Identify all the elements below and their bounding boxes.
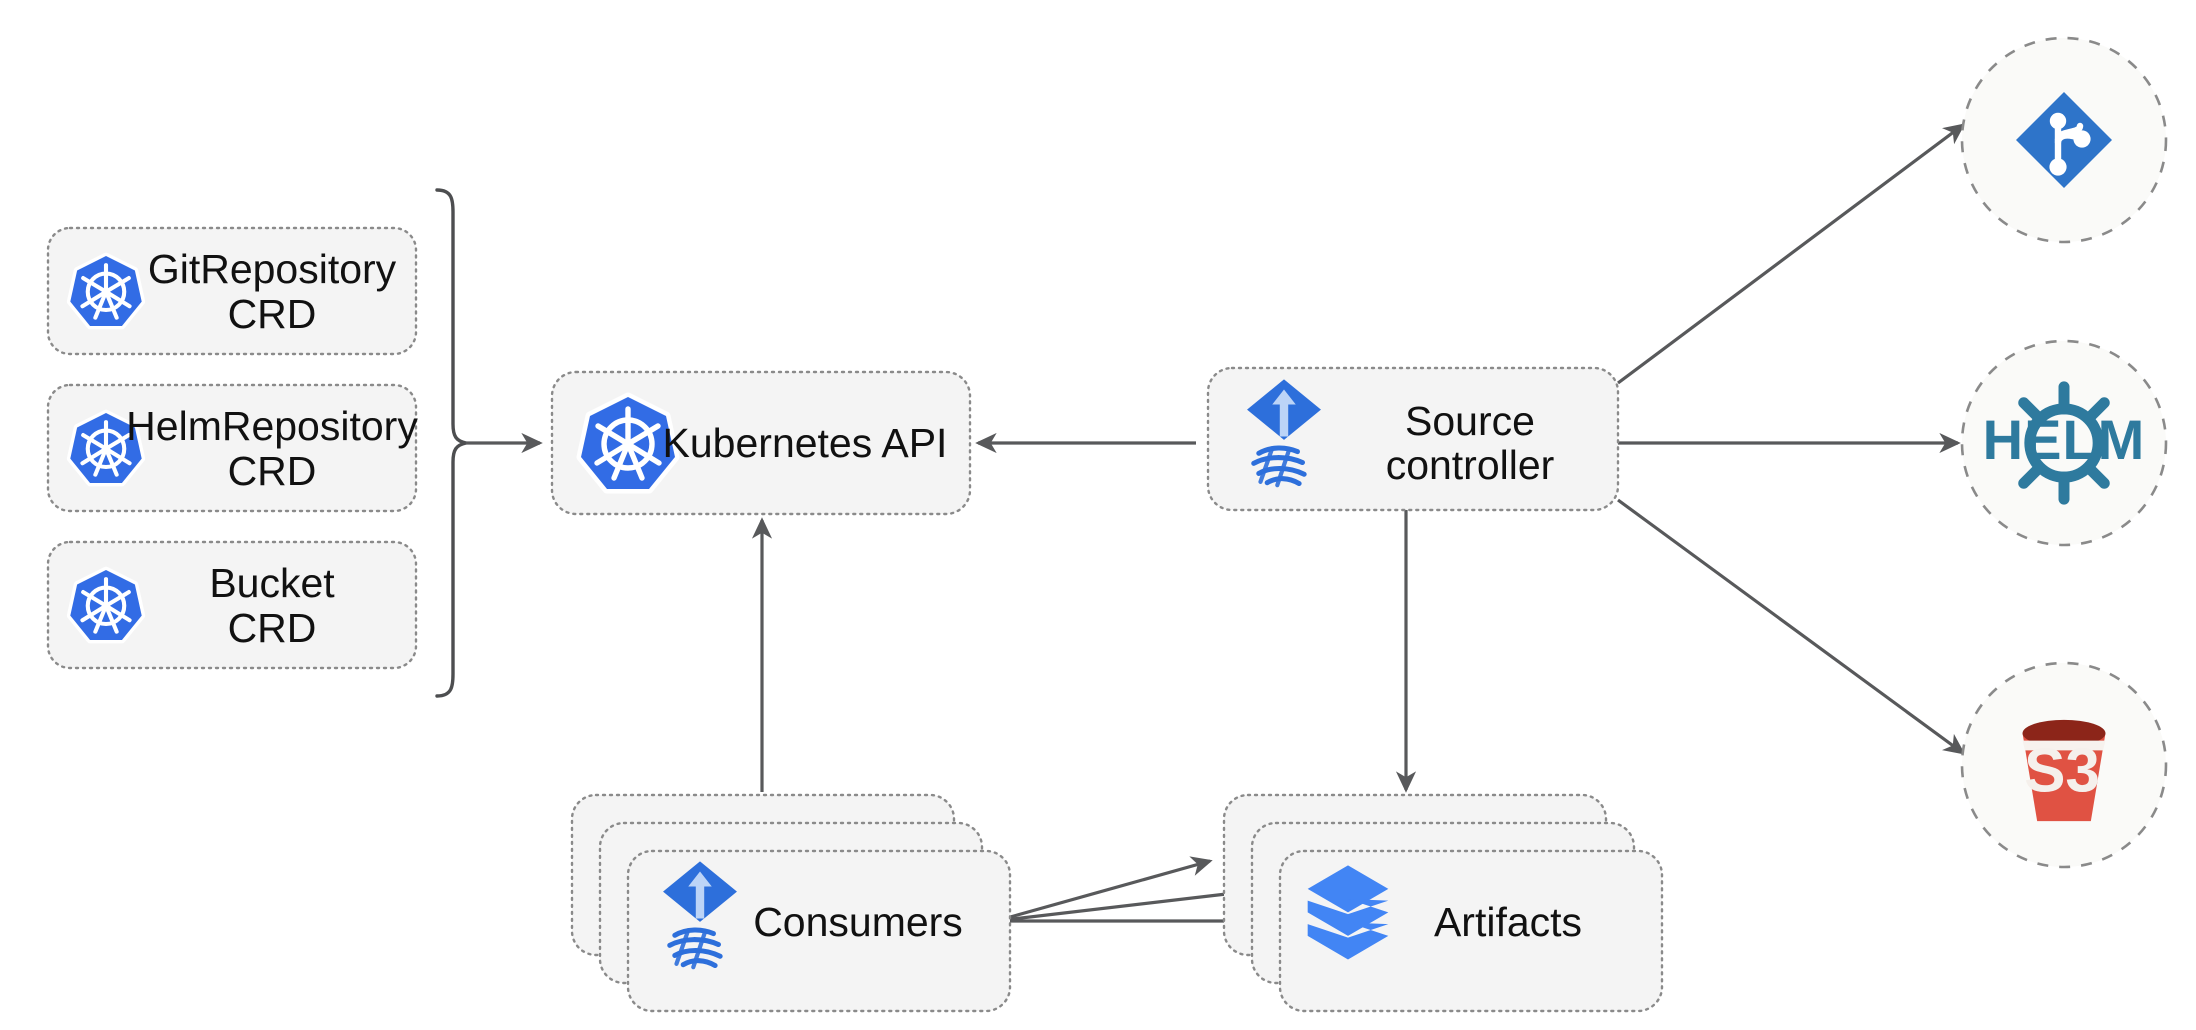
node-label-artifacts: Artifacts [1434, 899, 1582, 945]
crd-box-gitrepository[interactable]: GitRepository CRD [46, 226, 418, 356]
kubernetes-icon [70, 570, 141, 640]
crd-label-line1: GitRepository [148, 246, 397, 292]
crd-group: GitRepository CRD HelmRepository CRD Buc… [46, 226, 418, 670]
crd-group-bracket [435, 188, 468, 698]
crd-label-line1: HelmRepository [126, 403, 418, 449]
node-kubernetes-api[interactable]: Kubernetes API [550, 370, 972, 516]
crd-label-line2: CRD [228, 448, 317, 494]
external-git[interactable] [1960, 36, 2168, 244]
node-artifacts[interactable]: Artifacts [1222, 793, 1664, 1013]
node-label-consumers: Consumers [753, 899, 963, 945]
kubernetes-icon [581, 397, 675, 489]
node-label-kubernetes-api: Kubernetes API [663, 420, 948, 466]
edge-source-controller-to-git [1617, 123, 1966, 385]
external-helm[interactable]: HELM [1960, 339, 2168, 547]
node-label-source-controller-line1: Source [1405, 398, 1535, 444]
edge-consumers-to-artifacts-2 [995, 883, 1255, 923]
s3-wordmark: S3 [2024, 736, 2100, 805]
edge-source-controller-to-s3 [1617, 498, 1966, 755]
node-consumers[interactable]: Consumers [570, 793, 1012, 1013]
node-source-controller[interactable]: Source controller [1206, 366, 1620, 512]
crd-label-line1: Bucket [209, 560, 335, 606]
kubernetes-icon [70, 256, 141, 326]
external-s3[interactable]: S3 [1960, 661, 2168, 869]
helm-wordmark: HELM [1983, 408, 2146, 471]
crd-box-helmrepository[interactable]: HelmRepository CRD [46, 383, 418, 513]
node-label-source-controller-line2: controller [1386, 442, 1555, 488]
crd-label-line2: CRD [228, 605, 317, 651]
edge-consumers-to-artifacts-1 [995, 856, 1213, 923]
crd-box-bucket[interactable]: Bucket CRD [46, 540, 418, 670]
crd-label-line2: CRD [228, 291, 317, 337]
